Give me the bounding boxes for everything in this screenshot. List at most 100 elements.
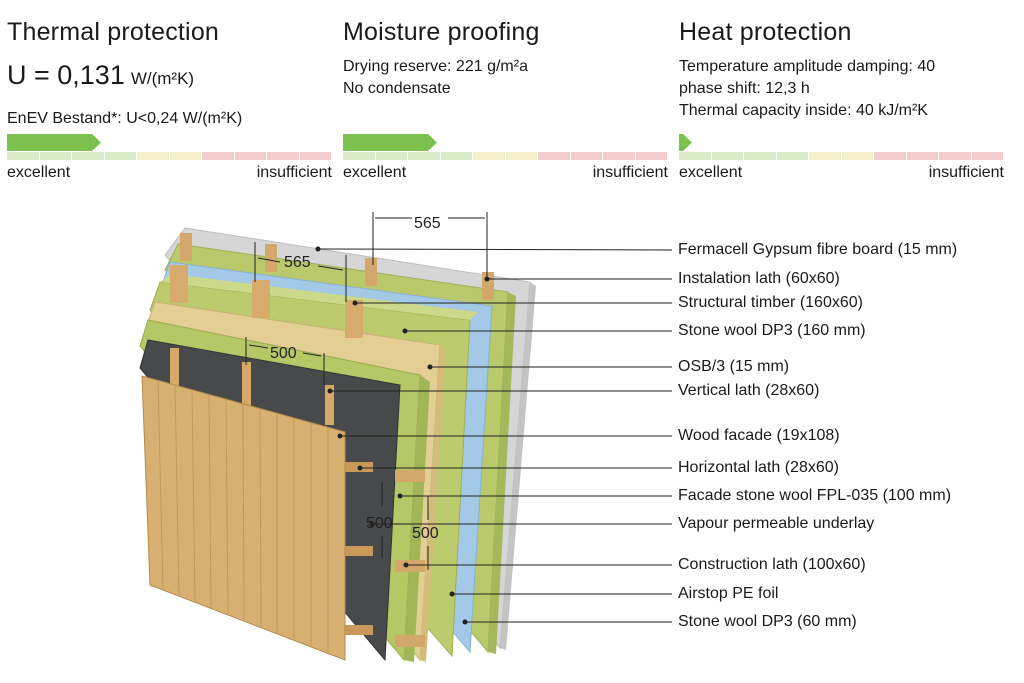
layer-label: Vertical lath (28x60) [678, 382, 820, 399]
layer-label: Vapour permeable underlay [678, 515, 875, 532]
dimension-label: 565 [414, 215, 441, 232]
scale-segment [440, 152, 473, 160]
dimension-lines [245, 212, 488, 570]
dimension-label: 500 [412, 525, 439, 542]
scale-label-insufficient: insufficient [928, 164, 1004, 181]
scale-segment [7, 152, 40, 160]
u-value: U = 0,131 W/(m²K) [7, 60, 194, 91]
construction-lath [395, 470, 425, 482]
installation-lath-post [265, 244, 277, 272]
facade-stone-wool-edge [404, 375, 430, 662]
moisture-proofing-title: Moisture proofing [343, 18, 540, 46]
scale-label-excellent: excellent [7, 164, 71, 181]
scale-segment [776, 152, 809, 160]
vertical-lath [242, 362, 251, 407]
rating-arrow [7, 134, 101, 151]
layer-label: Stone wool DP3 (160 mm) [678, 322, 866, 339]
scale-segment [505, 152, 538, 160]
dimension-label: 500 [270, 345, 297, 362]
scale-segment [711, 152, 744, 160]
scale-segment [169, 152, 202, 160]
scale-segment [202, 152, 235, 160]
structural-timber [252, 280, 270, 318]
moisture-details: Drying reserve: 221 g/m²a No condensate [343, 56, 528, 100]
scale-segment [267, 152, 300, 160]
scale-label-excellent: excellent [679, 164, 743, 181]
rating-arrow [343, 134, 437, 151]
scale-segment [841, 152, 874, 160]
stone-wool-main-top [160, 274, 478, 320]
scale-segment [234, 152, 267, 160]
scale-segment [809, 152, 842, 160]
layer-label: Wood facade (19x108) [678, 427, 840, 444]
scale-segment [603, 152, 636, 160]
rating-scale [343, 132, 668, 164]
rating-bar [343, 152, 668, 160]
u-value-number: U = 0,131 [7, 60, 125, 90]
scale-segment [137, 152, 170, 160]
layer-label: Fermacell Gypsum fibre board (15 mm) [678, 241, 958, 258]
rating-scale [679, 132, 1004, 164]
heat-protection-title: Heat protection [679, 18, 852, 46]
u-value-unit: W/(m²K) [130, 69, 195, 88]
layer-label: Airstop PE foil [678, 585, 779, 602]
heat-line: Thermal capacity inside: 40 kJ/m²K [679, 102, 928, 119]
scale-label-excellent: excellent [343, 164, 407, 181]
scale-segment [744, 152, 777, 160]
scale-segment [299, 152, 332, 160]
rating-bar [7, 152, 332, 160]
construction-lath [395, 560, 425, 572]
installation-lath-post [365, 258, 377, 286]
scale-segment [679, 152, 712, 160]
thermal-protection-title: Thermal protection [7, 18, 220, 46]
wood-facade-boards [157, 380, 329, 653]
leader-lines [317, 248, 673, 623]
heat-line: phase shift: 12,3 h [679, 80, 810, 97]
scale-segment [473, 152, 506, 160]
layer-label: Stone wool DP3 (60 mm) [678, 613, 857, 630]
leader-dots [315, 246, 490, 625]
dimension-label: 565 [284, 254, 311, 271]
scale-segment [635, 152, 668, 160]
layer-label: OSB/3 (15 mm) [678, 358, 790, 375]
enev-requirement: EnEV Bestand*: U<0,24 W/(m²K) [7, 110, 243, 127]
scale-segment [874, 152, 907, 160]
rating-scale [7, 132, 332, 164]
horizontal-lath [345, 546, 373, 556]
heat-details: Temperature amplitude damping: 40 phase … [679, 56, 935, 122]
scale-segment [343, 152, 376, 160]
layer-label: Facade stone wool FPL-035 (100 mm) [678, 487, 952, 504]
heat-line: Temperature amplitude damping: 40 [679, 58, 936, 75]
layer-label: Structural timber (160x60) [678, 294, 863, 311]
layer-label: Instalation lath (60x60) [678, 270, 840, 287]
scale-segment [971, 152, 1004, 160]
scale-segment [104, 152, 137, 160]
stone-wool-inner-edge [488, 292, 516, 654]
scale-label-insufficient: insufficient [592, 164, 668, 181]
moisture-line: No condensate [343, 80, 451, 97]
layer-label: Construction lath (100x60) [678, 556, 866, 573]
rating-bar [679, 152, 1004, 160]
scale-label-insufficient: insufficient [256, 164, 332, 181]
vertical-lath [170, 348, 179, 388]
scale-segment [906, 152, 939, 160]
installation-lath-post [180, 233, 192, 261]
structural-timber [345, 300, 363, 338]
scale-segment [375, 152, 408, 160]
scale-segment [939, 152, 972, 160]
scale-segment [39, 152, 72, 160]
vertical-lath [325, 385, 334, 425]
moisture-line: Drying reserve: 221 g/m²a [343, 58, 528, 75]
structural-timber [170, 265, 188, 303]
gypsum-board-edge [500, 282, 536, 650]
scale-segment [72, 152, 105, 160]
scale-segment [570, 152, 603, 160]
installation-lath-post [482, 272, 494, 300]
horizontal-lath [345, 625, 373, 635]
construction-lath [395, 635, 425, 647]
scale-segment [408, 152, 441, 160]
layer-label: Horizontal lath (28x60) [678, 459, 839, 476]
osb-board-edge [420, 345, 446, 662]
scale-segment [538, 152, 571, 160]
